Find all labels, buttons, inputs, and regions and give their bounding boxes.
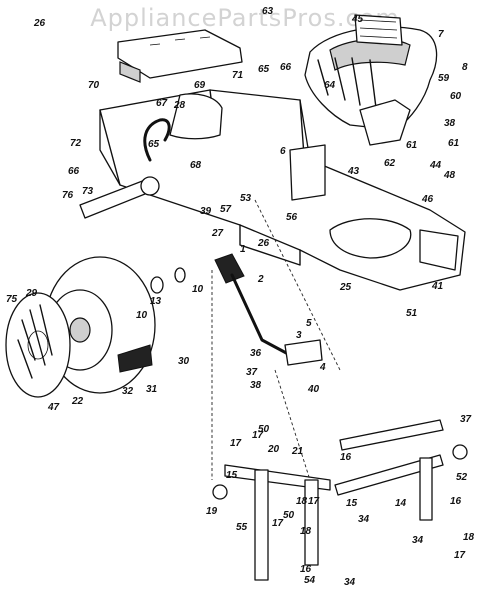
callout: 37 xyxy=(246,367,258,378)
callout: 10 xyxy=(136,310,148,321)
callout: 73 xyxy=(82,186,94,197)
callout: 17 xyxy=(272,518,284,529)
brake-pedal xyxy=(214,253,323,366)
watermark: AppliancePartsPros.com xyxy=(90,4,399,32)
callout: 75 xyxy=(6,294,18,305)
callout: 3 xyxy=(296,330,302,341)
callout: 16 xyxy=(300,564,312,575)
callout: 57 xyxy=(220,204,232,215)
callout: 6 xyxy=(280,146,286,157)
callout: 38 xyxy=(250,380,262,391)
callout: 62 xyxy=(384,158,396,169)
bushing-13 xyxy=(150,276,164,294)
callout: 69 xyxy=(194,80,206,91)
guide-line-2 xyxy=(254,199,341,371)
callout: 65 xyxy=(258,64,270,75)
callout: 13 xyxy=(150,296,162,307)
callout: 76 xyxy=(62,190,74,201)
callout: 40 xyxy=(307,384,320,395)
callout: 61 xyxy=(448,138,460,149)
bushing-10 xyxy=(174,267,186,283)
callout: 36 xyxy=(250,348,262,359)
callout: 1 xyxy=(240,244,246,255)
callout: 18 xyxy=(300,526,312,537)
callout: 30 xyxy=(178,356,190,367)
callout: 47 xyxy=(47,402,60,413)
callout: 5 xyxy=(306,318,312,329)
callout: 59 xyxy=(438,73,450,84)
callout: 15 xyxy=(226,470,238,481)
callout: 55 xyxy=(236,522,248,533)
callout: 63 xyxy=(262,6,274,17)
engine-assembly xyxy=(304,14,438,146)
front-axle xyxy=(79,176,160,219)
callout: 17 xyxy=(252,430,264,441)
main-frame xyxy=(99,89,466,291)
callout: 17 xyxy=(308,496,320,507)
callout: 71 xyxy=(232,70,244,81)
callout: 67 xyxy=(156,98,168,109)
callout: 34 xyxy=(344,577,356,588)
callout: 20 xyxy=(267,444,280,455)
callout: 51 xyxy=(406,308,418,319)
callout: 53 xyxy=(240,193,252,204)
callout: 10 xyxy=(192,284,204,295)
callout: 60 xyxy=(450,91,462,102)
callout: 26 xyxy=(257,238,270,249)
callout: 38 xyxy=(444,118,456,129)
callout: 18 xyxy=(296,496,308,507)
callout: 50 xyxy=(283,510,295,521)
front-wheel xyxy=(5,256,156,398)
callout: 17 xyxy=(230,438,242,449)
callout: 27 xyxy=(211,228,224,239)
callout: 21 xyxy=(291,446,304,457)
seat-plate xyxy=(117,29,243,83)
callout: 66 xyxy=(68,166,80,177)
callout: 66 xyxy=(280,62,292,73)
callout: 46 xyxy=(421,194,434,205)
callout: 50 xyxy=(258,424,270,435)
callout: 17 xyxy=(454,550,466,561)
callout: 29 xyxy=(25,288,38,299)
callout: 15 xyxy=(346,498,358,509)
throttle-cable xyxy=(143,118,171,162)
callout: 54 xyxy=(304,575,316,586)
callout: 70 xyxy=(88,80,100,91)
callout: 16 xyxy=(340,452,352,463)
callout: 61 xyxy=(406,140,418,151)
callout: 68 xyxy=(190,160,202,171)
callout: 56 xyxy=(286,212,298,223)
callout: 18 xyxy=(463,532,475,543)
callout: 43 xyxy=(347,166,360,177)
callout: 16 xyxy=(450,496,462,507)
callout: 25 xyxy=(339,282,352,293)
callout: 48 xyxy=(443,170,456,181)
callout: 41 xyxy=(431,281,444,292)
callout: 39 xyxy=(200,206,212,217)
callouts: 1 2 3 4 5 6 7 8 10 10 13 14 15 15 16 16 … xyxy=(6,6,475,588)
callout: 4 xyxy=(319,362,326,373)
callout: 64 xyxy=(324,80,336,91)
callout: 34 xyxy=(412,535,424,546)
callout: 72 xyxy=(70,138,82,149)
callout: 28 xyxy=(173,100,186,111)
callout: 2 xyxy=(257,274,264,285)
callout: 22 xyxy=(71,396,84,407)
callout: 37 xyxy=(460,414,472,425)
callout: 8 xyxy=(462,62,468,73)
callout: 14 xyxy=(395,498,407,509)
callout: 44 xyxy=(429,160,442,171)
callout: 7 xyxy=(438,29,444,40)
callout: 45 xyxy=(351,14,364,25)
callout: 34 xyxy=(358,514,370,525)
callout: 19 xyxy=(206,506,218,517)
callout: 52 xyxy=(456,472,468,483)
callout: 31 xyxy=(146,384,158,395)
lower-linkage xyxy=(212,419,468,581)
callout: 32 xyxy=(122,386,134,397)
callout: 26 xyxy=(33,18,46,29)
guide-line-3 xyxy=(274,369,311,481)
callout: 65 xyxy=(148,139,160,150)
